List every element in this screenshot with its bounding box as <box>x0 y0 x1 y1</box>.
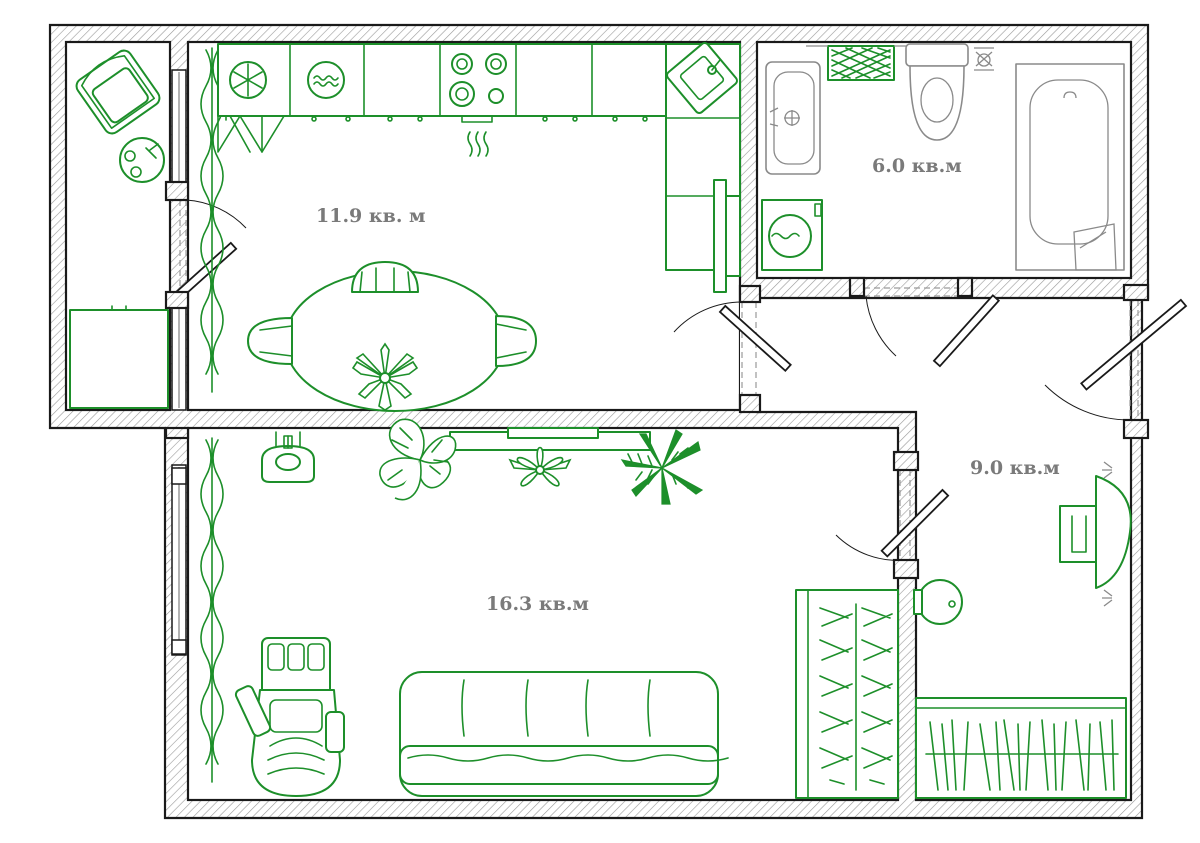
wardrobe-icon <box>795 589 899 799</box>
wall-stubs <box>164 180 1150 580</box>
heater-icon <box>806 45 914 81</box>
massage-chair-icon <box>234 637 345 797</box>
towel-rail-icon <box>974 47 994 71</box>
massage-chair-top-icon <box>261 431 315 483</box>
bathtub-icon <box>1015 63 1125 271</box>
living-room-area-label: 16.3 кв.м <box>486 593 589 615</box>
freezer-icon <box>229 61 267 99</box>
chair-icon <box>247 261 537 367</box>
hallway-area-label: 9.0 кв.м <box>970 457 1060 479</box>
washbasin-icon <box>765 61 821 175</box>
door-icon <box>166 199 1188 561</box>
houseplant-icon <box>379 418 704 505</box>
heat-icon <box>467 131 489 157</box>
kitchen-area-label: 11.9 кв. м <box>316 205 426 227</box>
houseplant-icon <box>351 342 419 411</box>
armchair-icon <box>75 49 161 135</box>
window-icon <box>171 69 187 656</box>
sink-icon <box>666 42 738 114</box>
fridge-icon <box>713 179 741 293</box>
wardrobe-icon <box>915 697 1127 799</box>
cabinet-icon <box>69 305 169 409</box>
hob-icon <box>449 53 507 107</box>
dishwasher-icon <box>307 61 345 99</box>
side-table-icon <box>119 137 165 183</box>
tv-stand-icon <box>449 427 651 451</box>
bathroom-area-label: 6.0 кв.м <box>872 155 962 177</box>
pouf-icon <box>913 579 963 625</box>
sofa-icon <box>399 671 729 797</box>
washing-machine-icon <box>761 199 823 271</box>
toilet-icon <box>905 43 969 141</box>
console-table-icon <box>1059 461 1132 607</box>
